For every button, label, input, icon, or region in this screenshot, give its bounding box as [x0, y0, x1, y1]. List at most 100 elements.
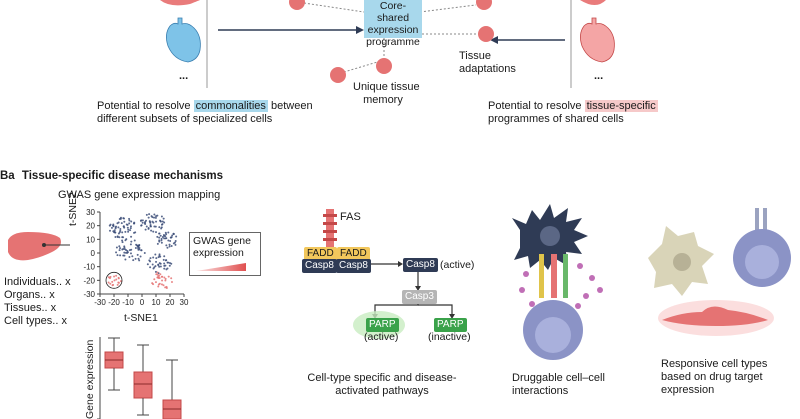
tsne-point: [165, 244, 168, 247]
tsne-point: [158, 226, 161, 229]
tsne-point: [174, 239, 177, 242]
tsne-point: [154, 270, 157, 273]
tissue-adaptations-label: Tissue adaptations: [459, 50, 516, 76]
tissue-adaptations-line2: adaptations: [459, 63, 516, 75]
tsne-point: [169, 239, 172, 242]
tsne-point: [151, 263, 154, 266]
tsne-point: [162, 233, 165, 236]
tsne-point: [164, 277, 167, 280]
tsne-point: [170, 280, 173, 283]
tsne-point: [141, 221, 144, 224]
node-circle: [289, 0, 305, 10]
tsne-point: [141, 219, 144, 222]
tsne-point: [124, 239, 127, 242]
tsne-point: [110, 226, 113, 229]
tsne-point: [157, 285, 160, 288]
tsne-point: [139, 219, 142, 222]
tsne-point: [163, 276, 166, 279]
tsne-point: [107, 276, 110, 279]
tsne-point: [155, 260, 158, 263]
fas-label: FAS: [340, 211, 361, 223]
tsne-point: [175, 235, 178, 238]
tsne-point: [157, 275, 160, 278]
tsne-point: [165, 268, 168, 271]
tsne-point: [116, 254, 119, 257]
tsne-point: [117, 281, 120, 284]
tsne-point: [149, 225, 152, 228]
tsne-point: [130, 248, 133, 251]
heart-pink-icon: [580, 17, 615, 63]
tsne-point: [160, 227, 163, 230]
tsne-point: [128, 255, 131, 258]
tsne-point: [152, 267, 155, 270]
fas-receptor: [326, 209, 334, 249]
tsne-point: [171, 234, 174, 237]
tsne-point: [164, 279, 167, 282]
tsne-point: [167, 239, 170, 242]
legend-text: GWAS gene expression: [190, 233, 260, 261]
tsne-point: [130, 235, 133, 238]
tsne-point: [117, 226, 120, 229]
tsne-point: [117, 232, 120, 235]
tsne-point: [165, 285, 168, 288]
y-tick-label: 20: [86, 222, 95, 231]
tsne-point: [123, 217, 126, 220]
right-caption-line2: programmes of shared cells: [488, 113, 624, 125]
legend-line2: expression: [193, 247, 244, 259]
legend-line1: GWAS gene: [193, 235, 251, 247]
tsne-point: [155, 273, 158, 276]
x-tick-label: 20: [166, 298, 175, 307]
tsne-point: [109, 282, 112, 285]
casp8-chip-1: Casp8: [302, 259, 337, 273]
tsne-point: [156, 242, 159, 245]
tsne-point: [161, 279, 164, 282]
legend-gradient: [196, 263, 246, 271]
tsne-point: [153, 213, 156, 216]
tsne-point: [156, 235, 159, 238]
tsne-point: [133, 239, 136, 242]
node-circle: [478, 26, 494, 42]
core-box-line1: Core-shared: [376, 0, 410, 24]
tsne-point: [133, 221, 136, 224]
x-tick-label: 30: [180, 298, 189, 307]
tsne-point: [127, 228, 130, 231]
tsne-point: [154, 216, 157, 219]
y-tick-label: 0: [91, 249, 96, 258]
tsne-point: [168, 264, 171, 267]
casp8-active-label: (active): [440, 259, 475, 271]
unique-memory-line2: memory: [363, 94, 403, 106]
elongated-cell: [662, 306, 768, 326]
core-box-line2: expression: [367, 24, 419, 36]
responsive-caption: Responsive cell types based on drug targ…: [661, 358, 767, 397]
tsne-point: [145, 219, 148, 222]
parp-inactive-chip: PARP: [434, 318, 467, 332]
right-caption-line1: Potential to resolve tissue-specific: [488, 100, 658, 112]
tsne-point: [164, 231, 167, 234]
tsne-point: [154, 265, 157, 268]
left-caption: Potential to resolve commonalities betwe…: [97, 100, 313, 126]
tsne-point: [112, 225, 115, 228]
tsne-point: [119, 216, 122, 219]
y-tick-label: -30: [83, 290, 95, 299]
fadd-chip-2: FADD: [337, 247, 370, 261]
tsne-point: [123, 220, 126, 223]
x-tick-label: -30: [94, 298, 106, 307]
parp-active-chip: PARP: [366, 318, 399, 332]
tsne-point: [169, 236, 172, 239]
tsne-point: [129, 243, 132, 246]
tsne-point: [128, 219, 131, 222]
tsne-point: [116, 283, 119, 286]
tsne-point: [129, 225, 132, 228]
tsne-point: [120, 222, 123, 225]
druggable-caption-line1: Druggable cell–cell: [512, 372, 605, 384]
tsne-point: [151, 220, 154, 223]
tsne-point: [150, 229, 153, 232]
tsne-point: [118, 236, 121, 239]
tsne-point: [159, 234, 162, 237]
tsne-point: [115, 246, 118, 249]
tsne-point: [160, 239, 163, 242]
tsne-point: [115, 278, 118, 281]
casp3-chip: Casp3: [402, 290, 437, 304]
